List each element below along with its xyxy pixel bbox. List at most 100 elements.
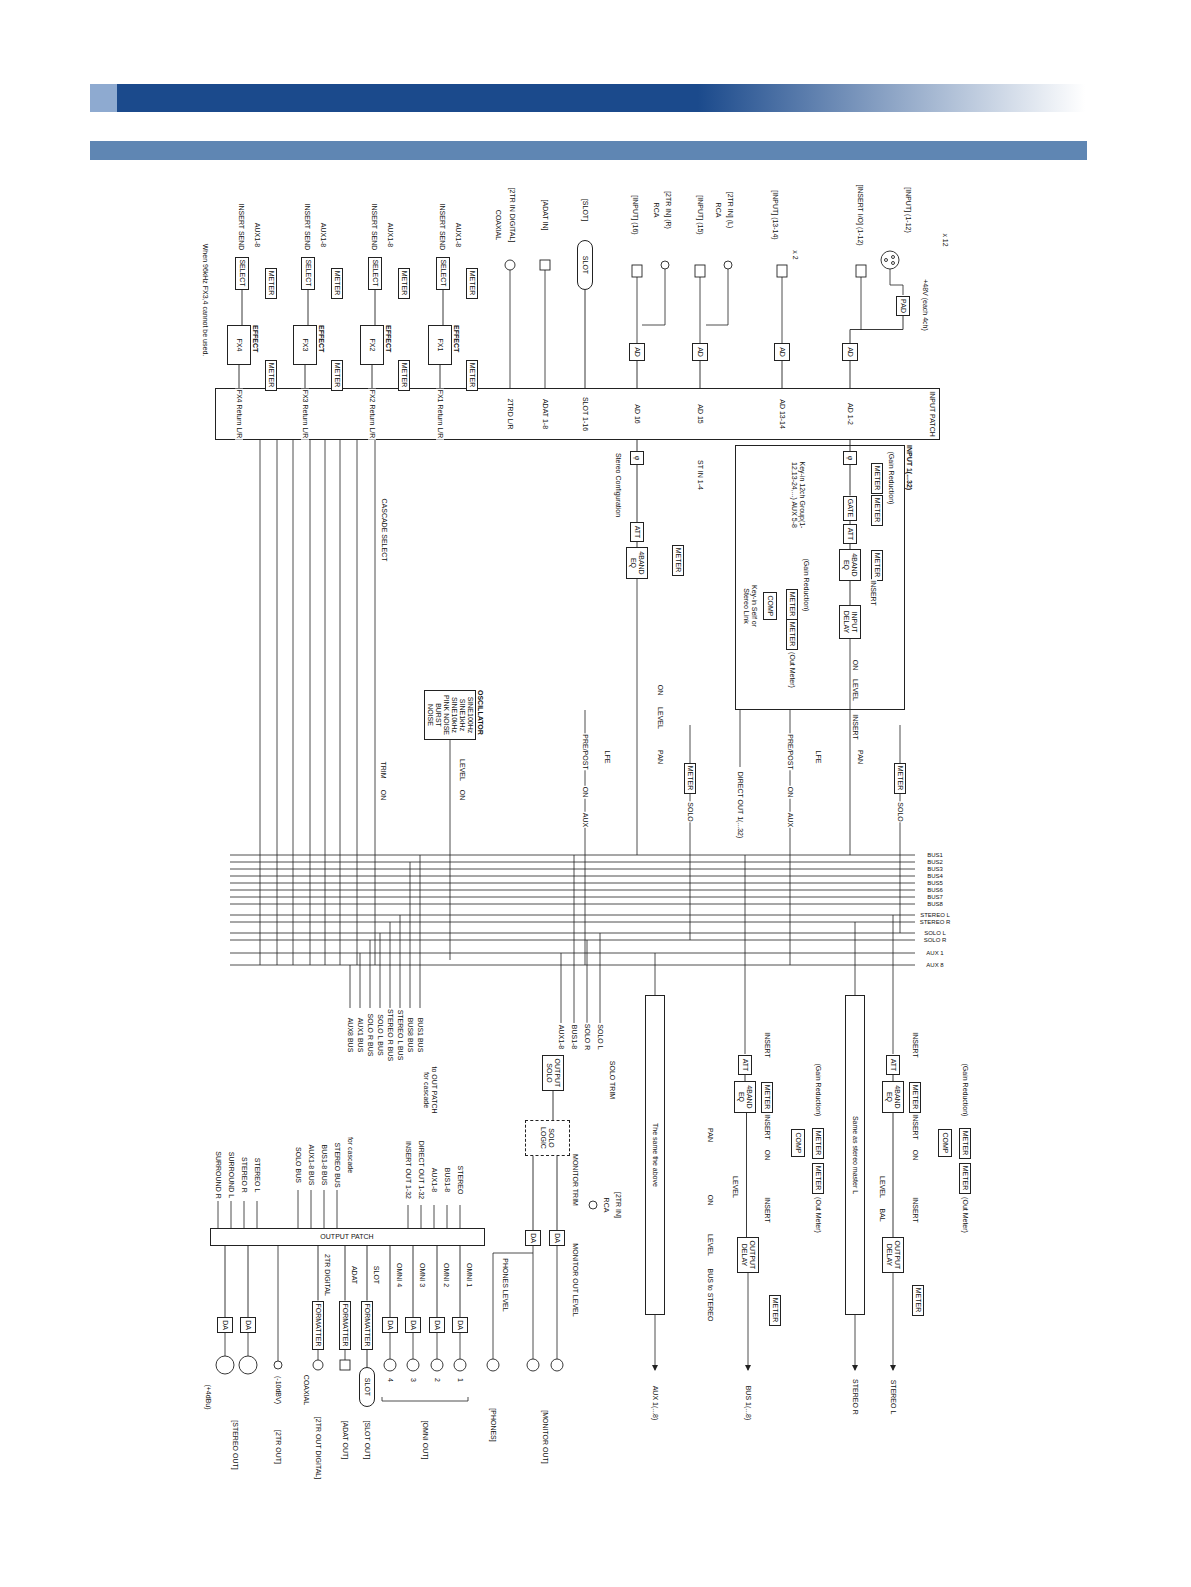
block-box: AD (692, 343, 708, 361)
signal-label: AUX1-8 (386, 222, 394, 249)
connector (437, 1246, 438, 1317)
block-label: METER (814, 1166, 822, 1191)
signal-label: INSERT (869, 579, 877, 607)
patch-bar: INPUT PATCH (215, 388, 940, 440)
signal-label: AUX (786, 812, 794, 828)
phone-jack (856, 265, 866, 277)
signal-label: [PHONES] (489, 1407, 497, 1442)
signal-label: AUX1-8 (319, 222, 327, 249)
phone-jack (632, 265, 642, 277)
block-label: AD (778, 347, 786, 357)
phone-jack (777, 265, 787, 277)
block-box: METER (786, 619, 798, 650)
phone-jack (695, 265, 705, 277)
rca-jack (724, 261, 732, 269)
signal-label: SOLO R BUS (366, 1013, 374, 1058)
block-label: METER (333, 271, 341, 296)
signal-label: INSERT (851, 713, 859, 741)
bus-label: SOLO L (924, 930, 946, 936)
signal-label: ON (656, 684, 664, 697)
signal-label: SOLO (896, 801, 904, 822)
block-box: METER (912, 1285, 924, 1316)
block-box: COMP (791, 1129, 805, 1157)
block-box: METER (265, 360, 277, 391)
phone-jack (431, 1359, 443, 1371)
signal-label: INSERT (763, 1113, 771, 1141)
block-box: φ (843, 451, 857, 465)
connector (375, 290, 376, 326)
block-box: OUTPUT SOLO (542, 1055, 564, 1091)
block-box: DA (525, 1230, 541, 1246)
bus-lines (230, 855, 915, 965)
block-label: φ (846, 456, 854, 461)
block-label: ATT (889, 1059, 897, 1072)
rca-jack (274, 1361, 282, 1369)
bus-label: STEREO R (920, 919, 951, 925)
signal-label: ON (379, 789, 387, 802)
signal-label: 2TR DIGITAL (323, 1253, 331, 1297)
bus-label: AUX 8 (926, 962, 943, 968)
block-label: Same as stereo master L (851, 1116, 859, 1194)
block-label: SLOT (581, 256, 589, 274)
block-heading: EFFECT (384, 325, 392, 352)
signal-label: ST IN 1-4 (696, 459, 704, 491)
signal-label: to OUT PATCH for cascade (422, 1062, 438, 1119)
connector (390, 1246, 391, 1317)
signal-label: BAL (878, 1207, 886, 1222)
signal-label: OMNI 1 (465, 1262, 473, 1288)
block-box: SLOT (359, 1367, 375, 1407)
signal-label: [OMNI OUT] (421, 1420, 429, 1461)
block-label: The same the above (651, 1123, 659, 1187)
block-box: GATE (843, 496, 857, 521)
block-heading: OSCILLATOR (476, 690, 484, 735)
signal-label: SOLO R (583, 1023, 591, 1051)
signal-label: FX4 Return L/R (235, 389, 243, 440)
block-label: AD (633, 347, 641, 357)
block-box: METER (265, 268, 277, 299)
block-box: φ (630, 451, 644, 465)
connector (850, 581, 851, 605)
block-box: METER (761, 1082, 773, 1113)
signal-label: 4 (386, 1377, 394, 1383)
block-label: OUTPUT PATCH (321, 1233, 374, 1241)
signal-label: AUX1-8 (430, 1167, 438, 1194)
block-box: DA (549, 1230, 565, 1246)
block-label: ATT (741, 1059, 749, 1072)
signal-label: [ADAT OUT] (341, 1420, 349, 1461)
signal-label: LEVEL (851, 678, 859, 702)
signal-label: LEVEL (731, 1175, 739, 1199)
block-box: SLOT (577, 240, 593, 290)
block-label: DA (386, 1320, 394, 1330)
signal-label: ON (581, 786, 589, 799)
signal-label: [INSERT I/O] (1-12) (856, 183, 864, 246)
connector (637, 440, 638, 451)
signal-label: AUX (581, 812, 589, 828)
signal-label: (Gain Reduction) (802, 558, 810, 613)
block-box: EFFECTFX4 (227, 325, 251, 365)
signal-label: PAN (856, 749, 864, 765)
signal-label: [2TR IN DIGITAL] (508, 187, 516, 244)
block-box: PAD (896, 296, 910, 316)
signal-label: BUS 1(...8) (744, 1385, 752, 1422)
block-box: AD (629, 343, 645, 361)
signal-label: SLOT 1-16 (581, 396, 589, 432)
signal-label: AUX1 BUS (356, 1017, 364, 1054)
block-box: FORMATTER (339, 1301, 351, 1350)
block-label: SELECT (238, 259, 246, 286)
xlr-jack (881, 251, 899, 269)
block-box: METER (959, 1128, 971, 1159)
optical-jack (340, 1360, 350, 1370)
signal-label: LFE (603, 750, 611, 765)
signal-label: OMNI 4 (395, 1262, 403, 1288)
signal-label: Stereo Configuration (614, 452, 622, 518)
bus-label: BUS6 (927, 887, 943, 893)
signal-label: ON (706, 1194, 714, 1207)
signal-label: INSERT OUT 1-32 (404, 1140, 412, 1200)
signal-label: [2TR IN] (L) (726, 191, 734, 230)
block-box: OSCILLATORSINE100Hz SINE1kHz SINE10kHz P… (424, 690, 476, 740)
block-label: 4BAND EQ (842, 552, 858, 578)
block-label: 4BAND EQ (885, 1084, 901, 1110)
xlr-jack (216, 1356, 234, 1374)
block-label: SLOT (363, 1378, 371, 1396)
signal-label: AUX1-8 BUS (307, 1144, 315, 1187)
